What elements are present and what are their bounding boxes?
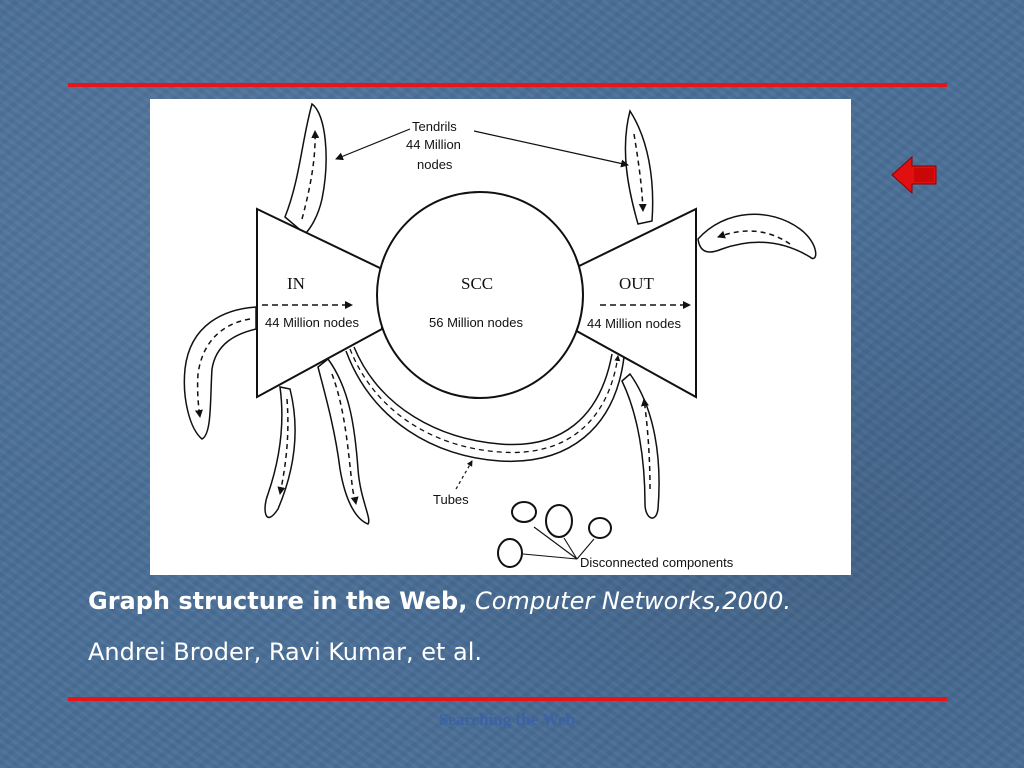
tendril-right	[697, 213, 817, 260]
out-component	[572, 207, 697, 399]
tendril-top-right	[624, 109, 654, 225]
bottom-divider	[68, 697, 947, 701]
disconnected-components	[497, 501, 612, 568]
tendrils-pointer-left	[335, 128, 411, 161]
scc-title: SCC	[461, 274, 493, 293]
caption-journal: Computer Networks,2000.	[474, 587, 791, 615]
out-size: 44 Million nodes	[587, 316, 681, 331]
tendril-left	[183, 306, 257, 440]
tubes-channel	[345, 346, 625, 463]
tubes-label: Tubes	[433, 492, 469, 507]
top-divider	[68, 83, 947, 87]
caption-title: Graph structure in the Web,	[88, 587, 468, 615]
bowtie-diagram: IN 44 Million nodes SCC 56 Million nodes…	[150, 99, 851, 575]
tendril-bottom-left-1	[264, 386, 296, 518]
tendrils-pointer-right	[473, 130, 629, 168]
tubes-pointer	[455, 460, 473, 490]
out-title: OUT	[619, 274, 655, 293]
back-button[interactable]	[890, 155, 938, 195]
disconnected-label: Disconnected components	[580, 555, 734, 570]
back-arrow-icon	[891, 155, 937, 195]
scc-component	[376, 191, 584, 399]
tendril-top-left	[284, 102, 327, 236]
caption-authors: Andrei Broder, Ravi Kumar, et al.	[88, 638, 483, 666]
in-title: IN	[287, 274, 305, 293]
tendril-bottom-left-2	[317, 357, 370, 525]
in-size: 44 Million nodes	[265, 315, 359, 330]
tendril-bottom-right	[621, 372, 660, 519]
figure-caption: Graph structure in the Web, Computer Net…	[88, 585, 988, 669]
scc-size: 56 Million nodes	[429, 315, 523, 330]
tendrils-title: Tendrils	[412, 119, 457, 134]
slide-footer: Searching the Web	[438, 710, 576, 729]
tendrils-count: 44 Million	[406, 137, 461, 152]
tendrils-unit: nodes	[417, 157, 453, 172]
